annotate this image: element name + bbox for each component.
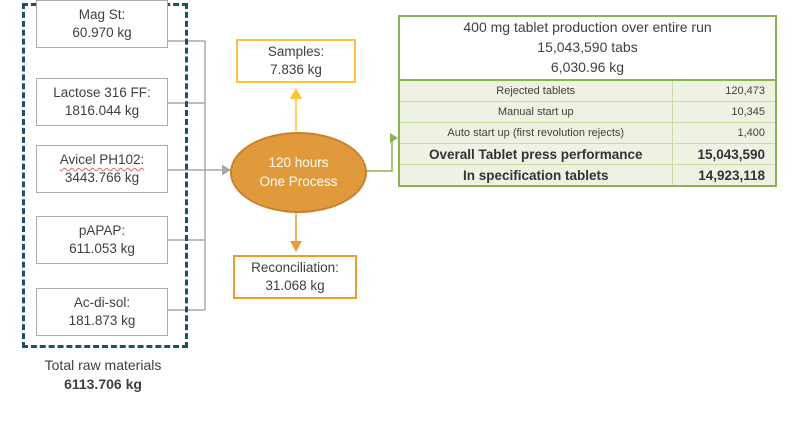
- material-amount: 611.053 kg: [69, 241, 135, 256]
- material-amount: 181.873 kg: [68, 313, 136, 328]
- row-label: Manual start up: [398, 101, 673, 123]
- arrowhead-to-reconciliation-icon: [290, 241, 302, 252]
- total-raw-materials-label: Total raw materials: [44, 357, 162, 373]
- row-label: In specification tablets: [398, 164, 673, 187]
- material-name: Mag St:: [78, 7, 126, 23]
- process-duration: 120 hours: [268, 155, 329, 171]
- total-raw-materials-amount: 6113.706 kg: [64, 375, 142, 392]
- table-row-auto-start: Auto start up (first revolution rejects)…: [398, 122, 778, 144]
- table-title-line3: 6,030.96 kg: [550, 58, 625, 75]
- material-name: Avicel PH102:: [59, 152, 145, 168]
- material-name: Ac-di-sol:: [73, 295, 131, 311]
- production-table-header: 400 mg tablet production over entire run…: [397, 15, 778, 81]
- process-node: 120 hours One Process: [230, 132, 367, 213]
- arrowhead-into-process-icon: [222, 164, 231, 176]
- material-name: pAPAP:: [78, 223, 126, 239]
- table-title-line2: 15,043,590 tabs: [537, 39, 638, 56]
- reconciliation-box: Reconciliation: 31.068 kg: [233, 255, 357, 299]
- arrowhead-to-samples-icon: [290, 88, 302, 99]
- material-amount: 1816.044 kg: [64, 103, 140, 118]
- samples-box: Samples: 7.836 kg: [236, 39, 356, 83]
- material-name: Lactose 316 FF:: [53, 85, 151, 101]
- material-amount: 60.970 kg: [72, 25, 132, 40]
- row-value: 10,345: [671, 101, 778, 123]
- samples-amount: 7.836 kg: [270, 62, 322, 77]
- material-box-lactose: Lactose 316 FF: 1816.044 kg: [36, 78, 168, 126]
- row-value: 14,923,118: [671, 164, 778, 187]
- total-raw-materials: Total raw materials 6113.706 kg: [10, 356, 196, 394]
- table-title-line1: 400 mg tablet production over entire run: [463, 19, 712, 36]
- table-row-rejected: Rejected tablets 120,473: [398, 79, 778, 102]
- reconciliation-label: Reconciliation:: [251, 259, 339, 275]
- production-table: 400 mg tablet production over entire run…: [397, 15, 778, 187]
- table-row-manual-start: Manual start up 10,345: [398, 101, 778, 123]
- row-value: 120,473: [671, 79, 778, 102]
- material-box-mag-st: Mag St: 60.970 kg: [36, 0, 168, 48]
- material-amount: 3443.766 kg: [64, 170, 140, 185]
- material-box-avicel: Avicel PH102: 3443.766 kg: [36, 145, 168, 193]
- row-value: 15,043,590: [671, 143, 778, 165]
- row-label: Rejected tablets: [398, 79, 673, 102]
- material-box-ac-di-sol: Ac-di-sol: 181.873 kg: [36, 288, 168, 336]
- table-row-overall-performance: Overall Tablet press performance 15,043,…: [398, 143, 778, 165]
- process-name: One Process: [259, 173, 338, 189]
- row-value: 1,400: [671, 122, 778, 144]
- table-row-in-spec: In specification tablets 14,923,118: [398, 164, 778, 187]
- samples-label: Samples:: [267, 43, 325, 59]
- connector-to-table: [363, 137, 393, 172]
- production-table-header-row: 400 mg tablet production over entire run…: [397, 15, 778, 81]
- reconciliation-amount: 31.068 kg: [265, 278, 325, 293]
- arrowhead-to-table-icon: [390, 133, 398, 143]
- row-label: Overall Tablet press performance: [398, 143, 673, 165]
- material-box-papap: pAPAP: 611.053 kg: [36, 216, 168, 264]
- row-label: Auto start up (first revolution rejects): [398, 122, 673, 144]
